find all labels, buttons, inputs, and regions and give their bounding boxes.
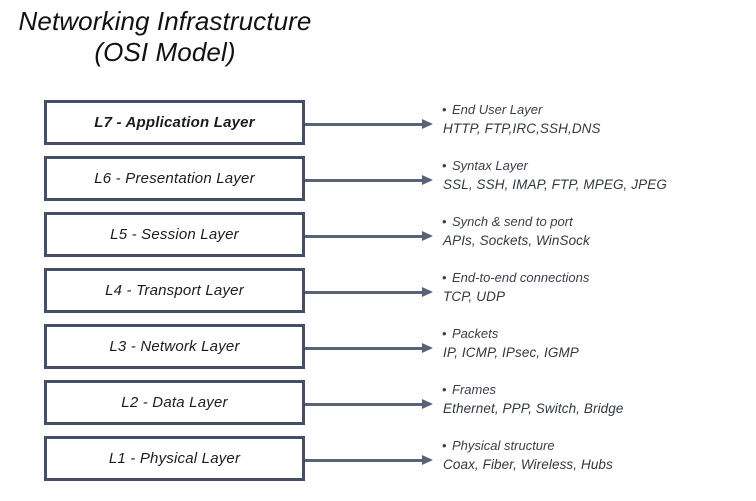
layer-protocols: Ethernet, PPP, Switch, Bridge [443, 401, 624, 416]
arrow-shaft [305, 291, 424, 294]
osi-layer-row: L7 - Application Layer End User LayerHTTP… [0, 100, 756, 145]
connector-arrow-icon [305, 343, 435, 354]
arrow-shaft [305, 179, 424, 182]
arrow-shaft [305, 235, 424, 238]
arrow-head [422, 175, 433, 185]
layer-box-3[interactable]: L3 - Network Layer [44, 324, 305, 369]
layer-box-label: L3 - Network Layer [109, 338, 240, 355]
layer-protocols: HTTP, FTP,IRC,SSH,DNS [443, 121, 601, 136]
layer-protocols: IP, ICMP, IPsec, IGMP [443, 345, 579, 360]
layer-summary: Syntax Layer [443, 157, 753, 175]
arrow-head [422, 399, 433, 409]
layer-box-label: L2 - Data Layer [121, 394, 228, 411]
connector-arrow-icon [305, 231, 435, 242]
layer-box-label: L1 - Physical Layer [108, 450, 241, 467]
osi-layer-row: L1 - Physical Layer Physical structureCoa… [0, 436, 756, 481]
arrow-head [422, 119, 433, 129]
title-line-primary: Networking Infrastructure [18, 6, 312, 36]
layer-box-label: L4 - Transport Layer [105, 282, 244, 299]
layer-protocols: SSL, SSH, IMAP, FTP, MPEG, JPEG [443, 177, 667, 192]
layer-protocols: Coax, Fiber, Wireless, Hubs [443, 457, 613, 472]
osi-layer-row: L4 - Transport Layer End-to-end connectio… [0, 268, 756, 313]
layer-box-label: L5 - Session Layer [110, 226, 239, 243]
arrow-shaft [305, 459, 424, 462]
layer-box-5[interactable]: L5 - Session Layer [44, 212, 305, 257]
arrow-head [422, 287, 433, 297]
connector-arrow-icon [305, 119, 435, 130]
arrow-shaft [305, 123, 424, 126]
osi-layer-row: L6 - Presentation Layer Syntax LayerSSL, … [0, 156, 756, 201]
layer-box-7[interactable]: L7 - Application Layer [44, 100, 305, 145]
layer-protocols: TCP, UDP [443, 289, 506, 304]
connector-arrow-icon [305, 399, 435, 410]
layer-summary: Frames [443, 381, 753, 399]
arrow-head [422, 455, 433, 465]
arrow-shaft [305, 347, 424, 350]
layer-box-label: L7 - Application Layer [94, 114, 255, 131]
layer-summary: End User Layer [443, 101, 753, 119]
layer-summary: Physical structure [443, 437, 753, 455]
arrow-shaft [305, 403, 424, 406]
layer-box-1[interactable]: L1 - Physical Layer [44, 436, 305, 481]
layer-box-6[interactable]: L6 - Presentation Layer [44, 156, 305, 201]
connector-arrow-icon [305, 287, 435, 298]
layer-box-4[interactable]: L4 - Transport Layer [44, 268, 305, 313]
page-title: Networking Infrastructure (OSI Model) [0, 6, 330, 68]
connector-arrow-icon [305, 455, 435, 466]
layer-summary: Packets [443, 325, 753, 343]
arrow-head [422, 231, 433, 241]
title-line-secondary: (OSI Model) [94, 37, 236, 67]
layer-summary: Synch & send to port [443, 213, 753, 231]
layer-box-2[interactable]: L2 - Data Layer [44, 380, 305, 425]
layer-summary: End-to-end connections [443, 269, 753, 287]
osi-layer-row: L5 - Session Layer Synch & send to portAP… [0, 212, 756, 257]
connector-arrow-icon [305, 175, 435, 186]
layer-box-label: L6 - Presentation Layer [94, 170, 255, 187]
layer-protocols: APIs, Sockets, WinSock [443, 233, 590, 248]
arrow-head [422, 343, 433, 353]
